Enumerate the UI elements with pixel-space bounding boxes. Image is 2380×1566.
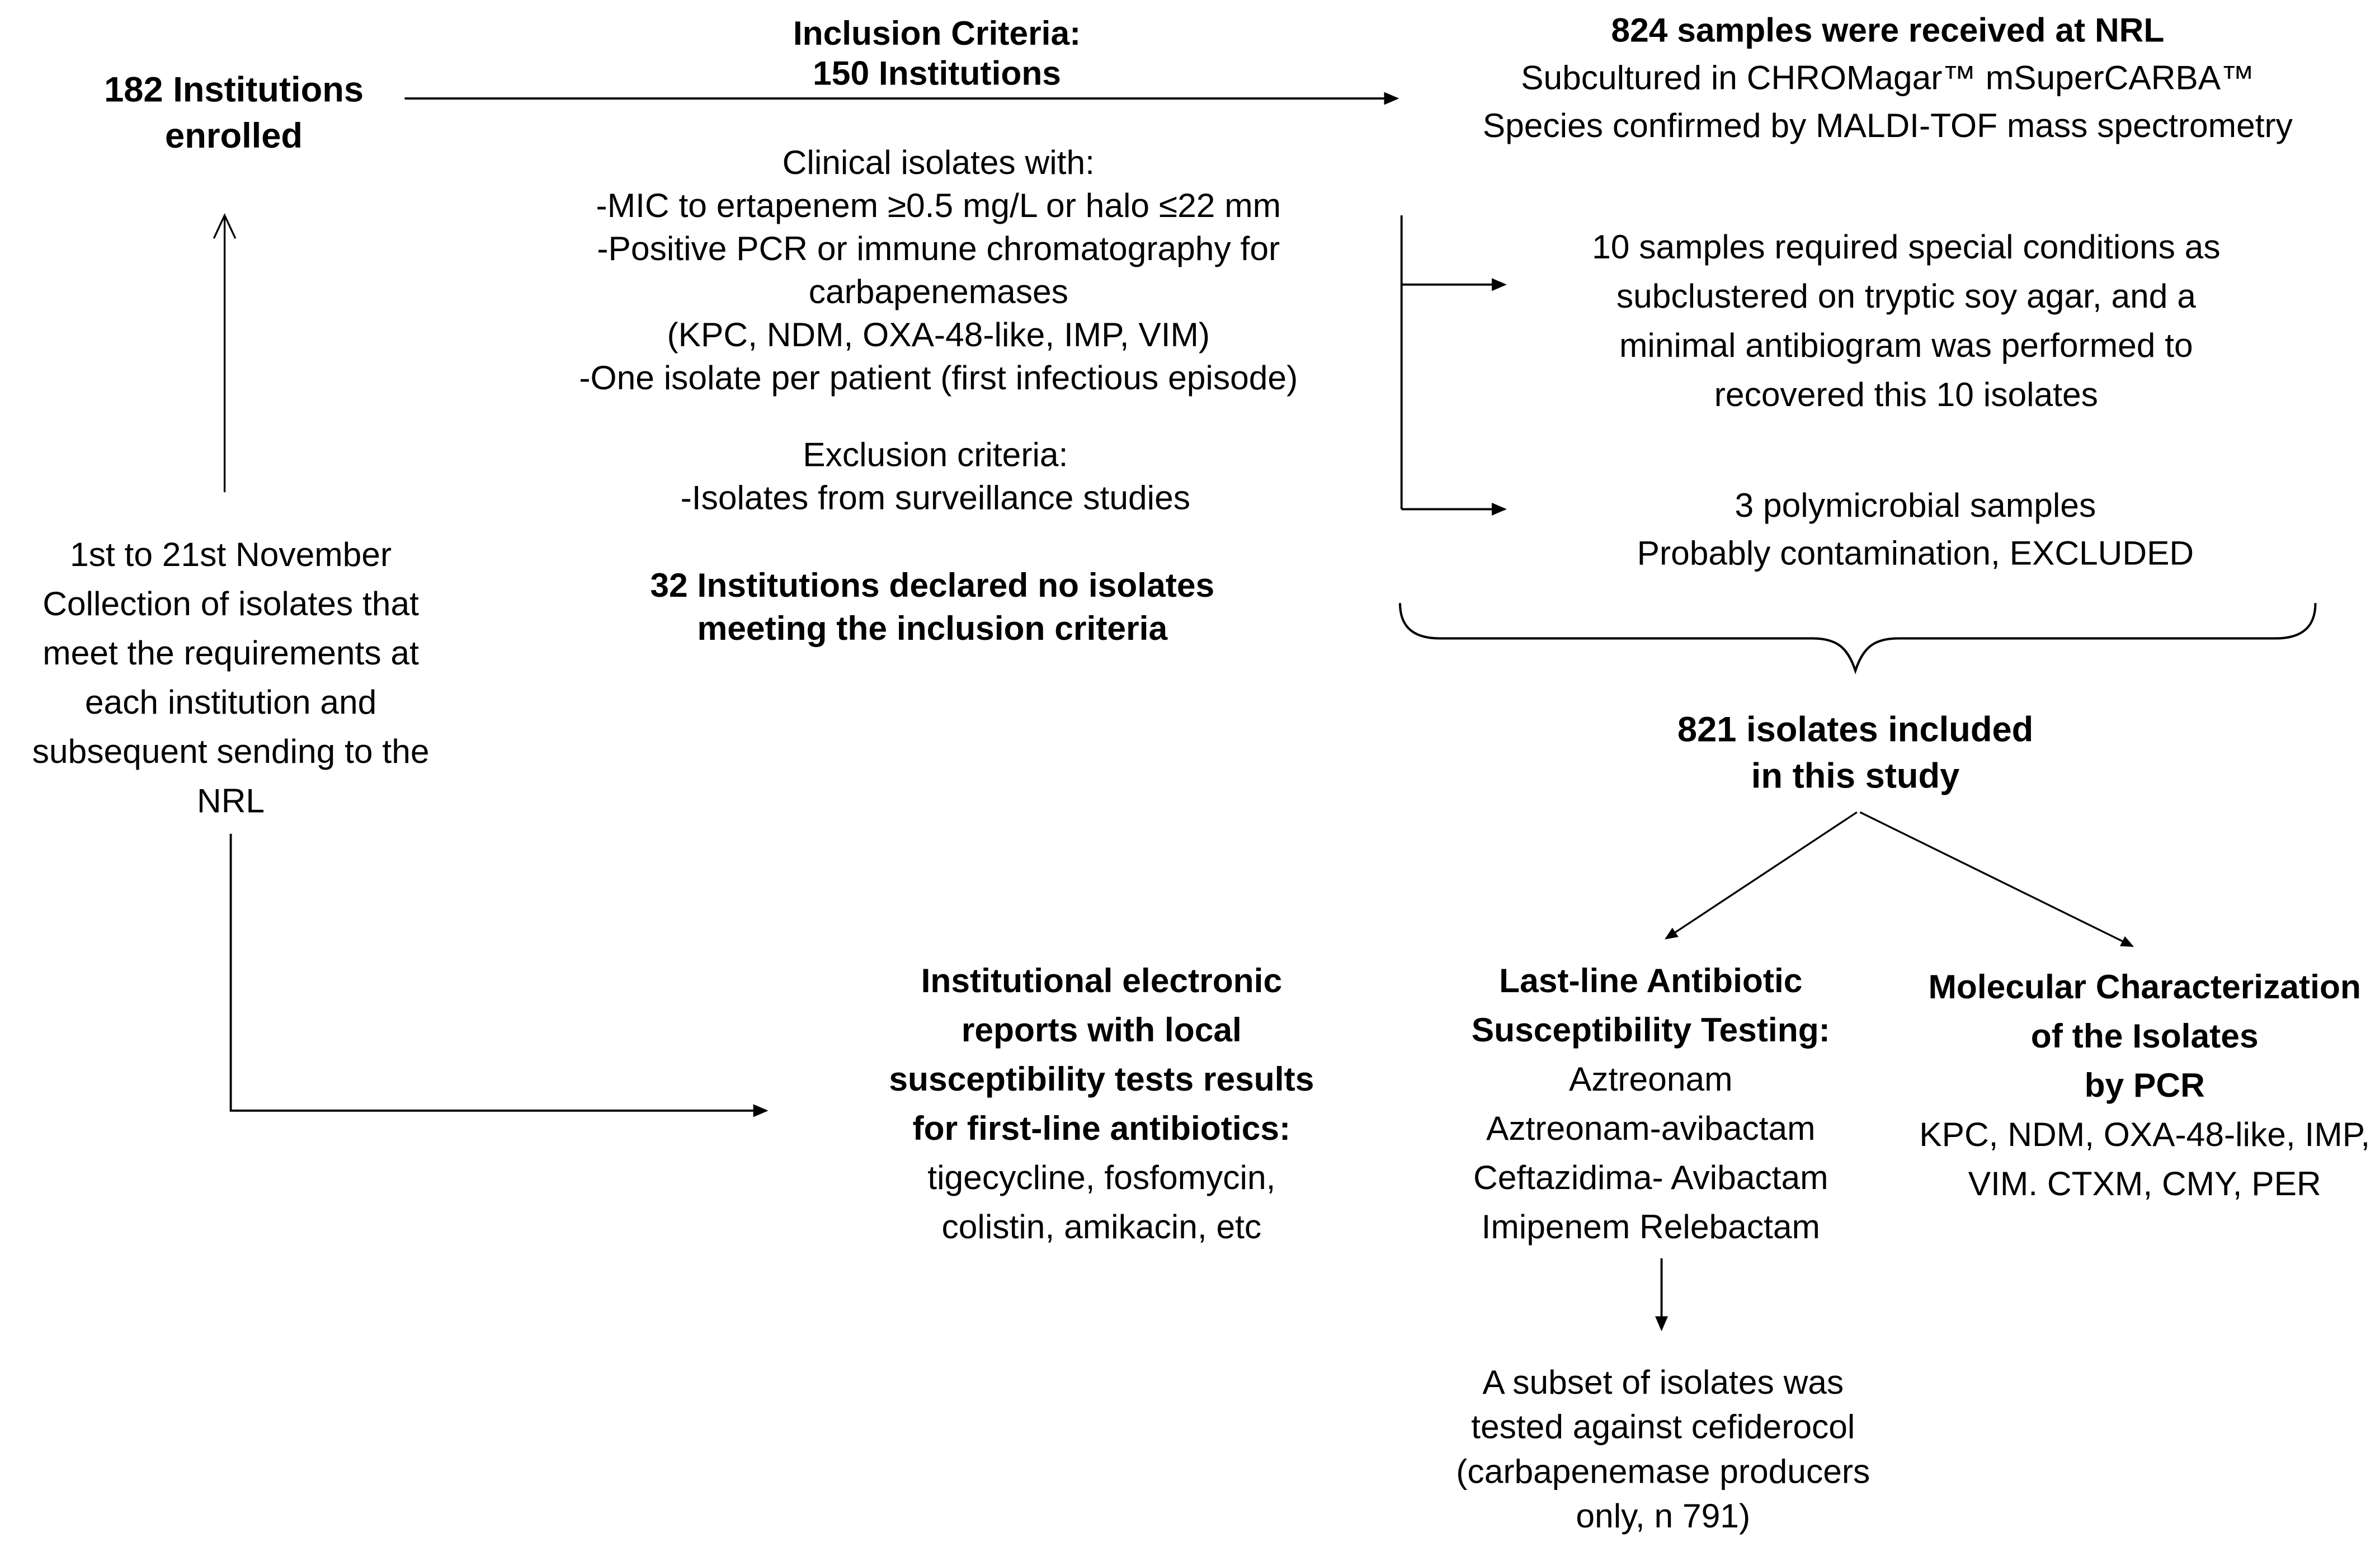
text-line: 824 samples were received at NRL (1611, 11, 2165, 50)
text-line: in this study (1751, 755, 1960, 796)
text-line: enrolled (165, 115, 303, 155)
text-line: -One isolate per patient (first infectio… (579, 358, 1298, 397)
text-line: Species confirmed by MALDI-TOF mass spec… (1482, 106, 2293, 145)
node-inclusion-criteria-header: Inclusion Criteria: 150 Institutions (793, 14, 1081, 94)
arrow-included-to-molecular (1859, 811, 2134, 947)
node-collection-period: 1st to 21st November Collection of isola… (32, 531, 430, 826)
text-line: recovered this 10 isolates (1714, 375, 2098, 414)
text-line: 182 Institutions (104, 69, 364, 110)
text-line: by PCR (2084, 1066, 2205, 1105)
text-line: VIM. CTXM, CMY, PER (1968, 1164, 2321, 1203)
text-line: Susceptibility Testing: (1471, 1011, 1830, 1049)
text-line: 821 isolates included (1677, 709, 2034, 749)
text-line: Aztreonam-avibactam (1486, 1109, 1816, 1148)
text-line: Subcultured in CHROMagar™ mSuperCARBA™ (1521, 58, 2255, 97)
text-line: 10 samples required special conditions a… (1592, 228, 2221, 266)
text-line: subclustered on tryptic soy agar, and a (1616, 277, 2196, 315)
node-isolates-included: 821 isolates included in this study (1677, 706, 2033, 798)
node-special-conditions: 10 samples required special conditions a… (1592, 223, 2220, 420)
node-polymicrobial-excluded: 3 polymicrobial samples Probably contami… (1637, 482, 2194, 577)
text-line: subsequent sending to the (32, 732, 430, 771)
text-line: 150 Institutions (813, 54, 1061, 93)
text-line: Institutional electronic (921, 961, 1283, 1000)
node-institutional-reports: Institutional electronic reports with lo… (889, 957, 1314, 1252)
node-no-isolates-declared: 32 Institutions declared no isolates mee… (650, 564, 1214, 650)
text-line: each institution and (84, 683, 377, 721)
text-line: NRL (197, 781, 265, 820)
text-line: 32 Institutions declared no isolates (650, 566, 1215, 605)
text-line: reports with local (961, 1011, 1242, 1049)
node-institutions-enrolled: 182 Institutions enrolled (104, 66, 364, 158)
text-line: susceptibility tests results (889, 1060, 1314, 1098)
text-line: tested against cefiderocol (1471, 1407, 1855, 1446)
text-line: minimal antibiogram was performed to (1619, 326, 2193, 365)
text-line: (KPC, NDM, OXA-48-like, IMP, VIM) (667, 315, 1210, 354)
node-lastline-susceptibility: Last-line Antibiotic Susceptibility Test… (1472, 957, 1830, 1252)
arrow-included-to-lastline (1665, 811, 1858, 940)
node-inclusion-criteria-detail: Clinical isolates with: -MIC to ertapene… (579, 141, 1298, 400)
text-line: meet the requirements at (43, 634, 419, 672)
text-line: Inclusion Criteria: (793, 13, 1081, 53)
text-line: 3 polymicrobial samples (1735, 486, 2096, 525)
text-line: 1st to 21st November (69, 535, 392, 574)
text-line: Probably contamination, EXCLUDED (1637, 534, 2194, 573)
text-line: Molecular Characterization (1928, 968, 2361, 1006)
text-line: for first-line antibiotics: (912, 1109, 1291, 1148)
text-line: -Isolates from surveillance studies (680, 478, 1191, 517)
node-molecular-characterization: Molecular Characterization of the Isolat… (1919, 963, 2370, 1209)
text-line: -MIC to ertapenem ≥0.5 mg/L or halo ≤22 … (596, 186, 1281, 225)
text-line: only, n 791) (1576, 1497, 1751, 1535)
arrow-collection-to-reports (229, 833, 769, 1117)
text-line: A subset of isolates was (1482, 1362, 1844, 1402)
text-line: carbapenemases (808, 272, 1068, 311)
text-line: (carbapenemase producers (1456, 1452, 1870, 1491)
text-line: Imipenem Relebactam (1481, 1207, 1820, 1246)
text-line: Ceftazidima- Avibactam (1473, 1158, 1828, 1197)
text-line: KPC, NDM, OXA-48-like, IMP, (1919, 1115, 2370, 1154)
text-line: Collection of isolates that (43, 584, 419, 623)
text-line: Exclusion criteria: (803, 435, 1068, 474)
text-line: colistin, amikacin, etc (941, 1207, 1262, 1246)
text-line: Last-line Antibiotic (1499, 961, 1803, 1000)
text-line: Aztreonam (1568, 1060, 1733, 1098)
node-cefiderocol-subset: A subset of isolates was tested against … (1456, 1360, 1870, 1538)
node-samples-received-nrl: 824 samples were received at NRL Subcult… (1483, 6, 2293, 149)
text-line: meeting the inclusion criteria (697, 609, 1168, 648)
node-exclusion-criteria: Exclusion criteria: -Isolates from surve… (681, 434, 1190, 520)
text-line: tigecycline, fosfomycin, (927, 1158, 1276, 1197)
text-line: Clinical isolates with: (782, 143, 1095, 182)
text-line: of the Isolates (2030, 1017, 2259, 1055)
arrow-collection-to-enrolled-head (213, 213, 237, 239)
text-line: -Positive PCR or immune chromatography f… (597, 229, 1280, 268)
curly-brace (1398, 603, 2317, 674)
